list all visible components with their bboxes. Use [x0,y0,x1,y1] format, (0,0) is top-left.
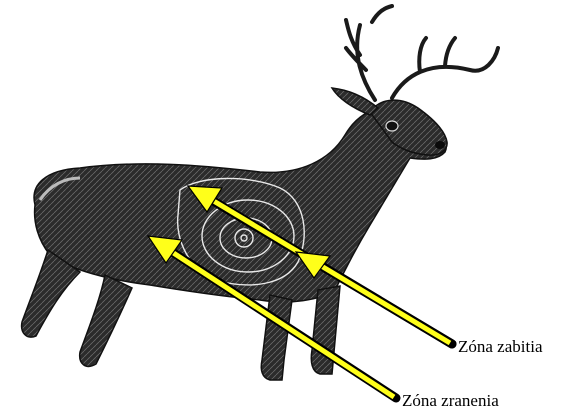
kill-zone-label: Zóna zabitia [458,337,543,357]
deer-body [22,88,447,380]
wound-zone-label: Zóna zranenia [402,391,499,411]
antlers [346,6,498,100]
